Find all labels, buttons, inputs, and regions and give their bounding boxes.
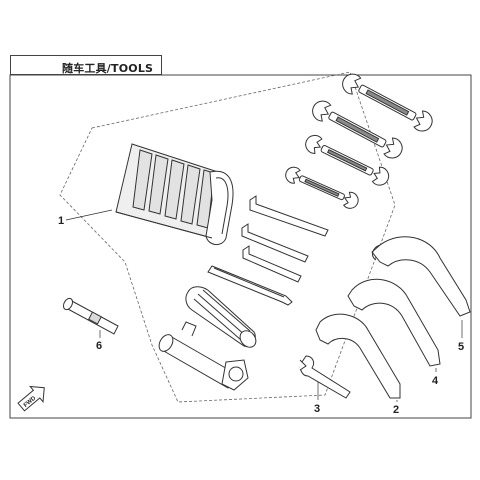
fwd-arrow-icon: FWD [17, 385, 45, 412]
callout-1: 1 [58, 215, 64, 227]
hook-spanners [315, 236, 471, 399]
screwdriver-handle [185, 286, 257, 348]
callout-2: 2 [393, 404, 399, 416]
page-title: 随车工具/TOOLS [62, 62, 154, 75]
callout-3: 3 [314, 403, 320, 415]
callout-5: 5 [458, 341, 464, 353]
kit-outline [59, 71, 396, 403]
diagram-border [9, 74, 472, 419]
callout-6: 6 [96, 340, 102, 352]
screwdriver-bit [207, 265, 293, 306]
hex-keys [241, 195, 329, 283]
small-wrench [299, 355, 351, 399]
leader-1 [65, 209, 113, 221]
spark-plug-wrench [158, 321, 249, 391]
callout-4: 4 [432, 375, 439, 387]
tool-roll [115, 143, 234, 245]
wrench-set [285, 73, 433, 209]
socket-extension [62, 297, 119, 335]
